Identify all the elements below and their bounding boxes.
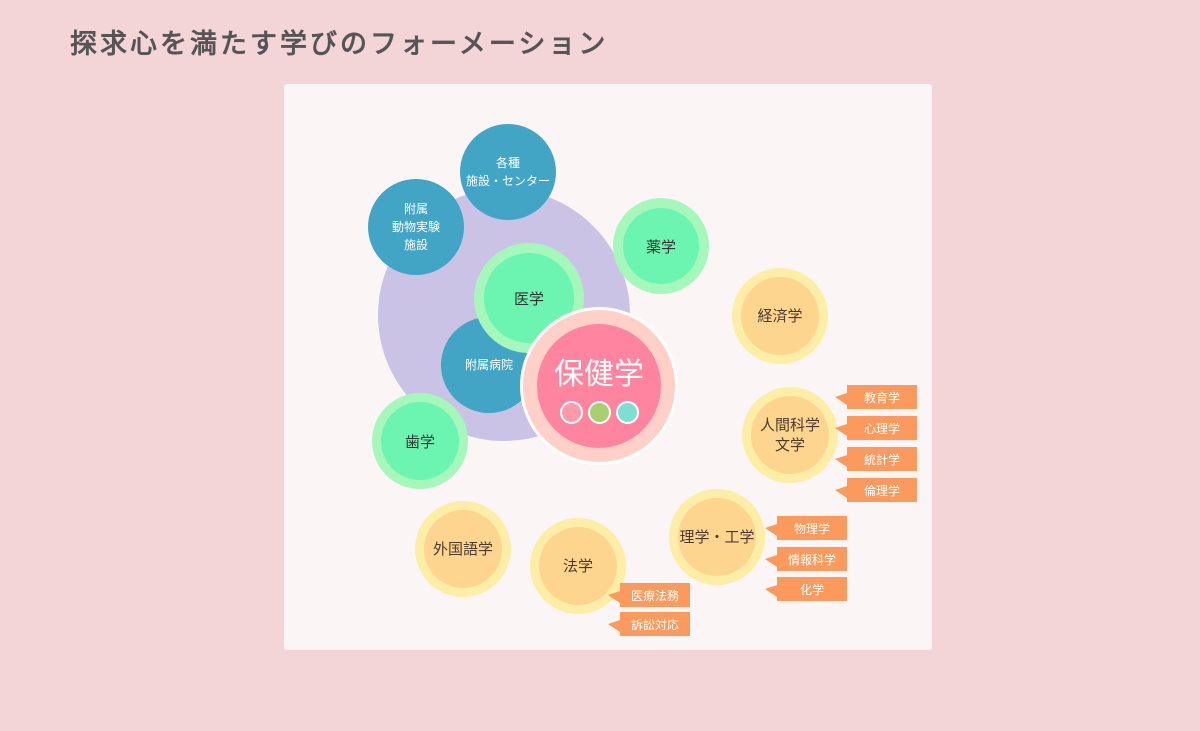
- dot-pink-icon: [559, 400, 583, 424]
- node-foreign-languages: 外国語学: [415, 501, 511, 597]
- node-health-science: 保健学: [520, 307, 678, 465]
- tag-psychology: 心理学: [835, 416, 917, 440]
- node-animal-facility: 附属 動物実験 施設: [368, 179, 464, 275]
- pharmacy-label: 薬学: [623, 208, 699, 284]
- humanities-label: 人間科学 文学: [751, 396, 829, 474]
- economics-label: 経済学: [741, 277, 819, 355]
- tag-statistics: 統計学: [835, 447, 917, 471]
- dot-teal-icon: [615, 400, 639, 424]
- node-humanities: 人間科学 文学: [742, 387, 838, 483]
- tag-education: 教育学: [835, 385, 917, 409]
- dentistry-label: 歯学: [381, 402, 459, 480]
- node-pharmacy: 薬学: [613, 198, 709, 294]
- tag-physics: 物理学: [765, 516, 847, 540]
- node-economics: 経済学: [732, 268, 828, 364]
- foreign-languages-label: 外国語学: [424, 510, 502, 588]
- dot-green-icon: [587, 400, 611, 424]
- tag-medical-law: 医療法務: [608, 583, 690, 607]
- tag-litigation: 訴訟対応: [608, 612, 690, 636]
- tag-chemistry: 化学: [765, 577, 847, 601]
- law-label: 法学: [539, 527, 617, 605]
- tag-ethics: 倫理学: [835, 478, 917, 502]
- tag-informatics: 情報科学: [765, 547, 847, 571]
- node-science-engineering: 理学・工学: [669, 489, 765, 585]
- page-title: 探求心を満たす学びのフォーメーション: [70, 29, 609, 60]
- science-engineering-label: 理学・工学: [678, 498, 756, 576]
- health-science-label: 保健学: [554, 356, 644, 392]
- node-dentistry: 歯学: [372, 393, 468, 489]
- node-various-facilities: 各種 施設・センター: [460, 124, 556, 220]
